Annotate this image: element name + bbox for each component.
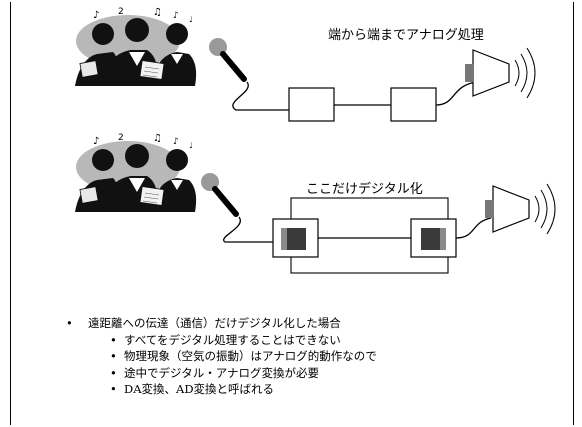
- diagram: ♪ 2 ♫ ♪ ♩: [74, 6, 556, 274]
- sub-bullet-1: すべてをデジタル処理することはできない: [110, 332, 377, 349]
- sub-bullet-2: 物理現象（空気の振動）はアナログ的動作なので: [110, 348, 377, 365]
- da-converter-dark: [421, 228, 441, 250]
- bullet-list: 遠距離への伝達（通信）だけデジタル化した場合 すべてをデジタル処理することはでき…: [66, 315, 377, 398]
- bullet-main-text: 遠距離への伝達（通信）だけデジタル化した場合: [88, 316, 341, 330]
- cable-speaker-top: [435, 81, 477, 106]
- analog-block-1: [288, 87, 335, 122]
- digital-title: ここだけデジタル化: [306, 182, 423, 197]
- sub-bullet-4: DA変換、AD変換と呼ばれる: [110, 381, 377, 398]
- cable-mic-bottom: [222, 216, 273, 243]
- cable-mic-top: [232, 81, 289, 111]
- da-converter-light: [440, 228, 446, 250]
- loudspeaker-icon-bottom: [484, 183, 556, 235]
- analog-title: 端から端までアナログ処理: [328, 28, 484, 43]
- microphone-icon-bottom: [201, 173, 239, 217]
- microphone-icon-top: [209, 38, 247, 82]
- slide: ♪ 2 ♫ ♪ ♩: [10, 2, 574, 425]
- sub-bullet-3: 途中でデジタル・アナログ変換が必要: [110, 365, 377, 382]
- ad-converter-dark: [286, 228, 306, 250]
- loudspeaker-icon-top: [464, 47, 536, 99]
- analog-block-2: [390, 87, 437, 122]
- bullet-main: 遠距離への伝達（通信）だけデジタル化した場合 すべてをデジタル処理することはでき…: [66, 315, 377, 398]
- cable-speaker-bottom: [455, 217, 492, 239]
- singers-clipart-bottom: [74, 132, 197, 213]
- ad-converter-light: [281, 228, 287, 250]
- sub-bullet-list: すべてをデジタル処理することはできない 物理現象（空気の振動）はアナログ的動作な…: [88, 332, 377, 398]
- singers-clipart-top: [74, 6, 197, 87]
